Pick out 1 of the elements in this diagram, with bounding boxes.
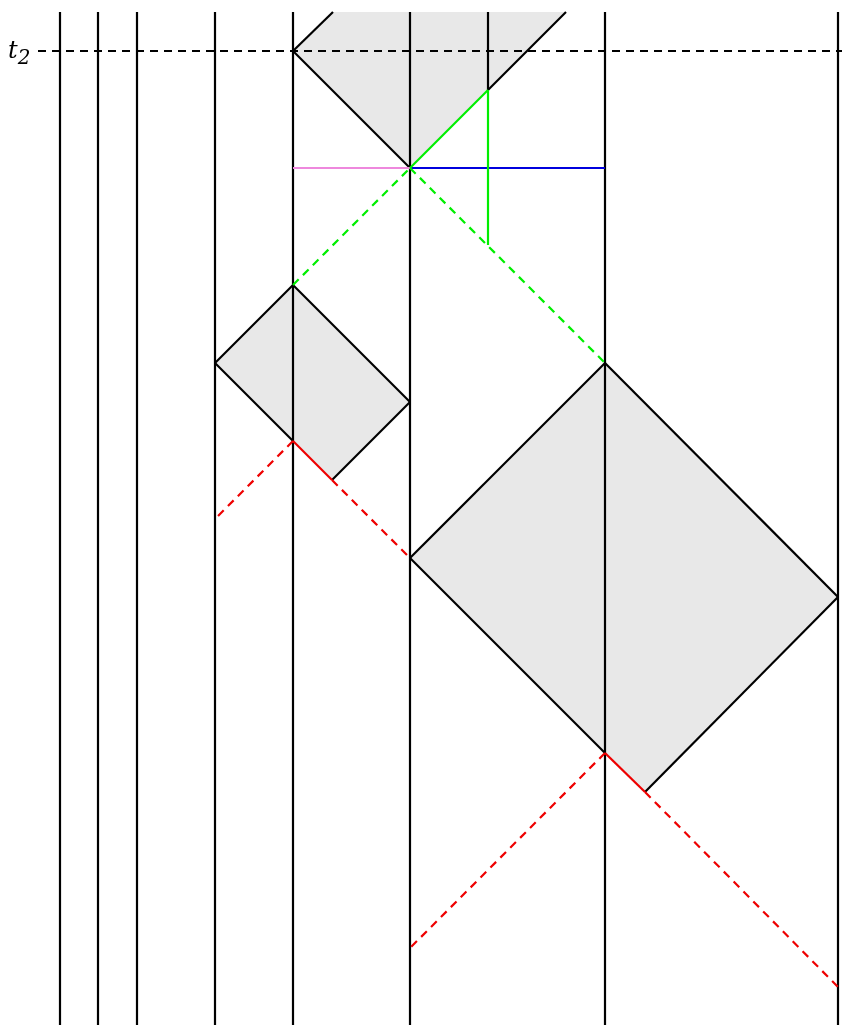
time-label: t$_{2}$ [8,38,31,67]
